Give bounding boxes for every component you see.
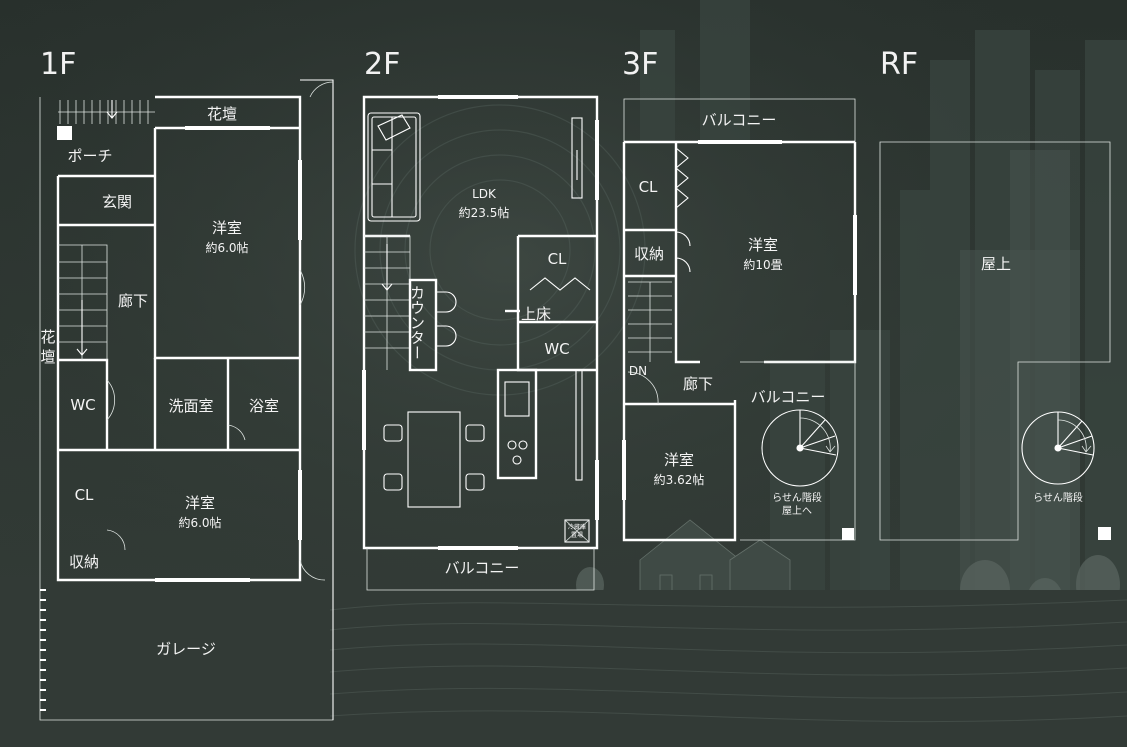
floor-plan-3f: バルコニー CL 洋室 約10畳 収納 DN 廊下 バルコニー 洋室 約3.62…	[622, 98, 857, 542]
floor-label-3f: 3F	[622, 47, 658, 82]
floor-plan-rf: 屋上 らせん階段	[879, 141, 1111, 541]
label-flowerbed-top: 花壇	[207, 105, 237, 123]
label-fridge-1: 冷蔵庫	[568, 523, 586, 531]
label-spiral-stairs-rf: らせん階段	[1033, 491, 1083, 504]
label-balcony-3f-top: バルコニー	[702, 111, 777, 129]
label-counter: カウンター	[408, 285, 426, 360]
marker-square-3f	[842, 528, 854, 540]
label-balcony-2f: バルコニー	[445, 559, 520, 577]
label-bath: 浴室	[249, 397, 279, 415]
label-rooftop: 屋上	[981, 255, 1011, 273]
label-to-roof: 屋上へ	[782, 505, 812, 517]
label-ldk: LDK	[472, 187, 497, 201]
label-storage-3f: 収納	[634, 245, 664, 263]
label-balcony-3f-side: バルコニー	[751, 388, 826, 406]
label-flowerbed-side-1: 花	[40, 328, 55, 346]
label-wc-2f: WC	[544, 340, 569, 358]
floor-label-1f: 1F	[40, 47, 76, 82]
label-hallway-1f: 廊下	[118, 292, 148, 310]
marker-square-1f	[57, 126, 72, 140]
label-closet-1f: CL	[75, 486, 94, 504]
label-washroom: 洗面室	[168, 397, 213, 415]
label-fridge-2: 置場	[571, 531, 583, 539]
marker-square-rf	[1098, 527, 1111, 540]
label-entrance: 玄関	[102, 193, 132, 211]
label-closet-3f: CL	[639, 178, 658, 196]
label-western-room-3f-b: 洋室	[664, 451, 694, 469]
label-western-room-3f-a: 洋室	[748, 236, 778, 254]
label-garage: ガレージ	[156, 640, 216, 658]
spiral-stairs-3f	[761, 409, 839, 487]
label-wc-1f: WC	[70, 396, 95, 414]
floor-plan-2f: LDK 約23.5帖 カウンター CL 上床 WC 冷蔵庫 置場 バルコニー	[362, 95, 599, 591]
label-western-room-3f-b-size: 約3.62帖	[654, 472, 705, 487]
label-down: DN	[629, 364, 647, 378]
floor-plan-1f: 花壇 ポーチ 玄関 洋室 約6.0帖 廊下 花 壇 WC 洗面室 浴室 CL 洋…	[39, 79, 334, 721]
label-spiral-stairs-3f: らせん階段	[772, 491, 822, 504]
label-flowerbed-side-2: 壇	[40, 348, 55, 366]
label-storage-1f: 収納	[69, 553, 99, 571]
label-western-room-1f-b: 洋室	[185, 494, 215, 512]
label-western-room-1f-a-size: 約6.0帖	[205, 240, 248, 255]
label-porch: ポーチ	[67, 147, 112, 165]
label-western-room-1f-a: 洋室	[212, 219, 242, 237]
label-hallway-3f: 廊下	[683, 375, 713, 393]
label-raised-floor: 上床	[521, 305, 551, 323]
spiral-stairs-rf	[1021, 411, 1095, 485]
label-closet-2f: CL	[548, 250, 567, 268]
floor-label-2f: 2F	[364, 47, 400, 82]
label-ldk-size: 約23.5帖	[459, 205, 510, 220]
label-western-room-3f-a-size: 約10畳	[743, 257, 782, 272]
floor-label-rf: RF	[880, 47, 918, 82]
label-western-room-1f-b-size: 約6.0帖	[178, 515, 221, 530]
